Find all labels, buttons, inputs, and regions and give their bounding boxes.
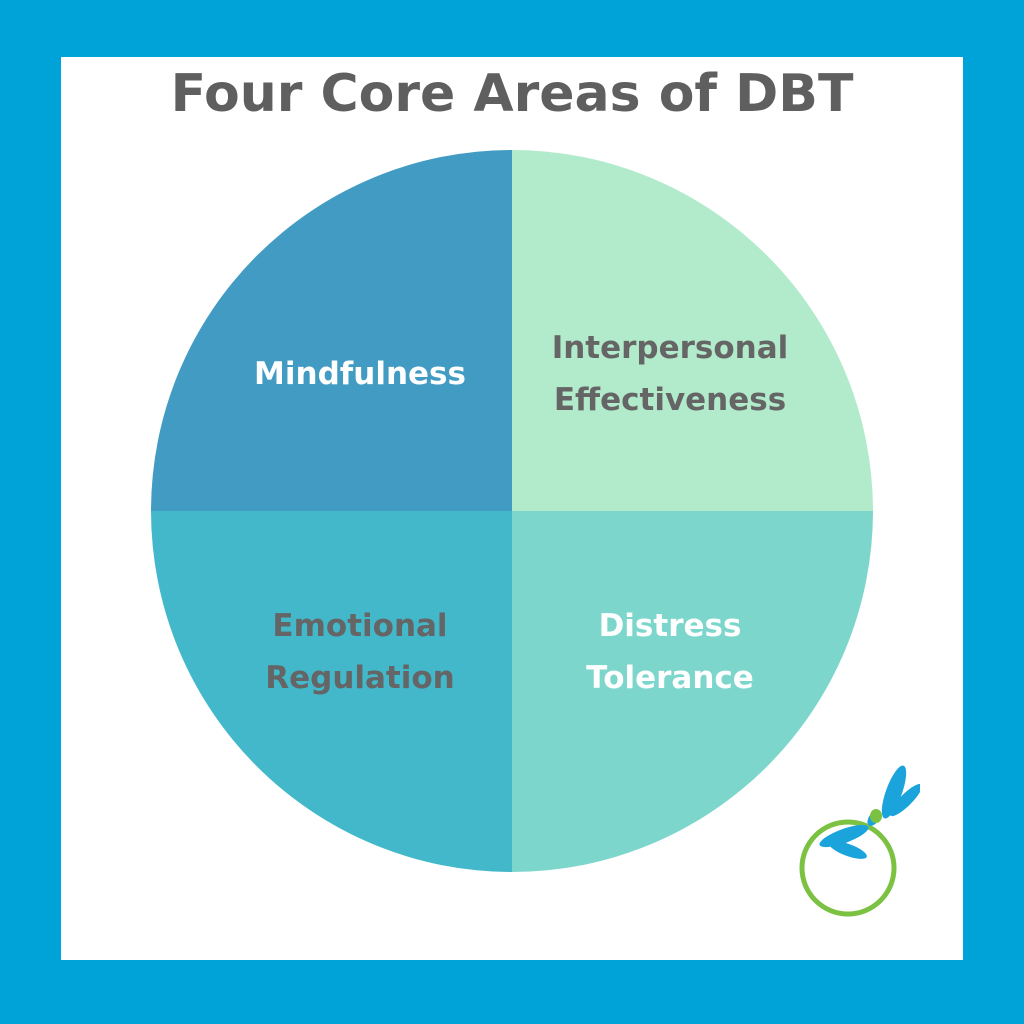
label-distress-tolerance: Distress Tolerance bbox=[586, 608, 754, 696]
quadrant-top-left bbox=[151, 150, 512, 511]
quadrant-top-right bbox=[512, 150, 873, 511]
label-emotional-regulation: Emotional Regulation bbox=[265, 608, 455, 696]
diagram-title: Four Core Areas of DBT bbox=[170, 64, 854, 124]
quadrant-bottom-right bbox=[512, 511, 873, 872]
dragonfly-circle-logo-icon bbox=[799, 765, 920, 917]
label-mindfulness: Mindfulness bbox=[254, 356, 466, 392]
quadrant-bottom-left bbox=[151, 511, 512, 872]
label-interpersonal-effectiveness: Interpersonal Effectiveness bbox=[551, 330, 789, 418]
